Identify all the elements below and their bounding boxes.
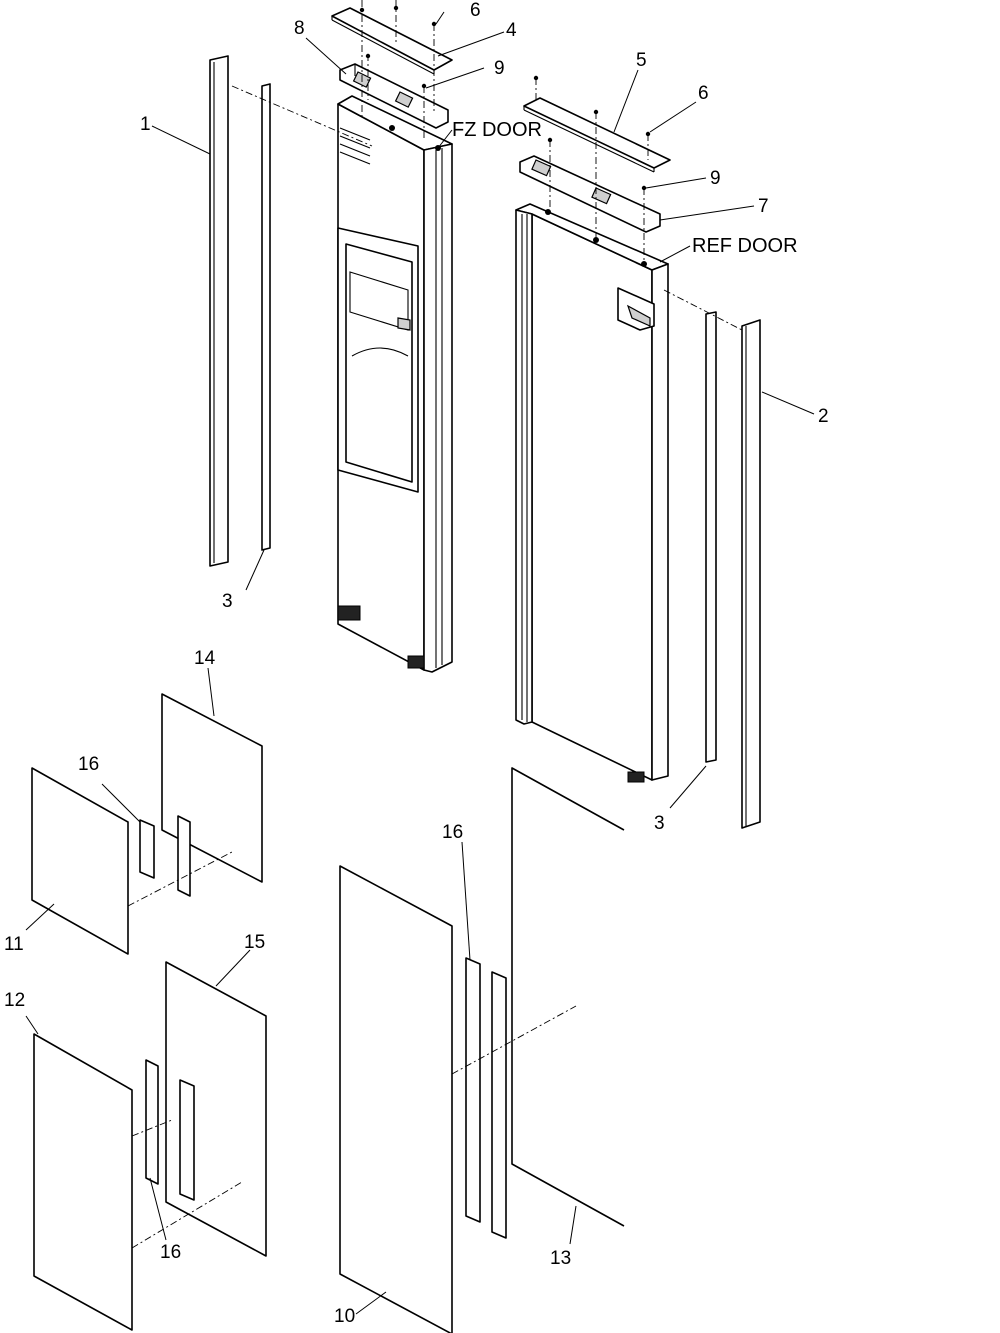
part-5-ref-top-cap [523,97,671,173]
assembly-line-fz [231,85,373,147]
part-16-strip-a [139,819,155,879]
fz-screws [359,0,437,140]
part-10-panel [339,865,453,1333]
part-11-panel [31,767,129,955]
leader-lines [25,11,815,1315]
part-7-ref-hinge-channel [519,155,661,233]
assembly-line-panels-b [131,1181,243,1249]
callout-12: 12 [4,990,25,1011]
callout-1: 1 [140,114,151,135]
part-1-trim-strip [209,55,229,567]
callout-4: 4 [506,20,517,41]
callout-9: 9 [494,58,505,79]
part-4-fz-top-cap [331,7,453,75]
part-3-gasket-right [705,311,717,763]
part-16-strip-f [491,971,507,1239]
part-3-gasket-left [261,83,271,551]
callout-6: 6 [470,0,481,21]
callout-5: 5 [636,50,647,71]
callout-7: 7 [758,196,769,217]
fz-door-label: FZ DOOR [452,119,542,141]
assembly-line-panels-a [127,851,233,907]
callout-9: 9 [710,168,721,189]
callout-10: 10 [334,1306,355,1327]
callout-8: 8 [294,18,305,39]
callout-16: 16 [160,1242,181,1263]
ref-door-label: REF DOOR [692,235,798,257]
fz-door [337,95,453,673]
part-16-strip-b [177,815,191,897]
ref-screws [533,75,651,260]
part-12-panel [33,1033,133,1331]
assembly-line-ref [663,289,743,331]
assembly-line-panels-d [451,1005,577,1075]
part-16-strip-e [465,957,481,1223]
ref-door [515,203,669,783]
callout-16: 16 [78,754,99,775]
callout-13: 13 [550,1248,571,1269]
part-14-panel [161,693,263,883]
callout-15: 15 [244,932,265,953]
assembly-line-panels-c [131,1119,173,1137]
callout-3: 3 [654,813,665,834]
callout-3: 3 [222,591,233,612]
callout-6: 6 [698,83,709,104]
part-2-trim-strip [741,319,761,829]
part-13-panel [511,767,625,1227]
part-16-strip-d [179,1079,195,1201]
callout-14: 14 [194,648,216,669]
callout-11: 11 [4,934,24,955]
callout-2: 2 [818,406,829,427]
part-16-strip-c [145,1059,159,1185]
callout-16: 16 [442,822,463,843]
